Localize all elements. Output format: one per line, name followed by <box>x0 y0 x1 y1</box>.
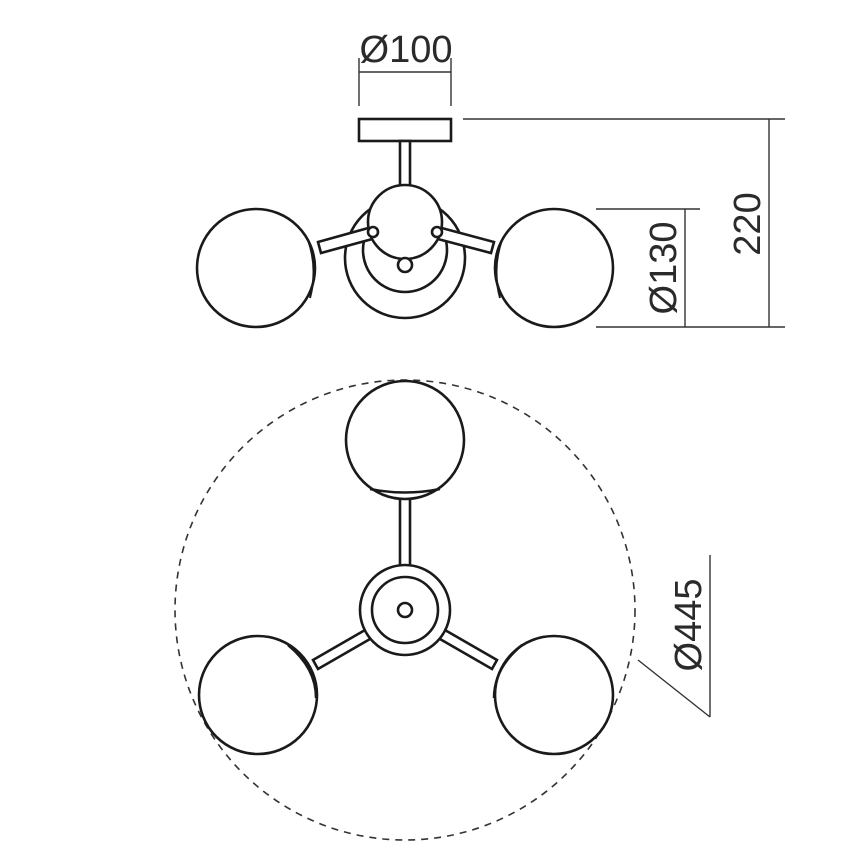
globe-diameter-label: Ø130 <box>643 222 685 315</box>
left-globe <box>195 207 317 329</box>
hub-sphere <box>366 183 444 261</box>
side-view <box>195 58 785 329</box>
height-label: 220 <box>727 192 769 255</box>
stem <box>398 139 412 189</box>
overall-diameter-label: Ø445 <box>668 579 710 672</box>
base-diameter-label: Ø100 <box>360 29 453 71</box>
left-globe-top <box>197 634 319 756</box>
top-view <box>174 379 711 841</box>
ceiling-canopy <box>357 117 453 143</box>
right-globe <box>493 207 615 329</box>
top-arm <box>398 496 412 576</box>
top-globe <box>344 379 466 501</box>
hub-center <box>396 601 414 619</box>
